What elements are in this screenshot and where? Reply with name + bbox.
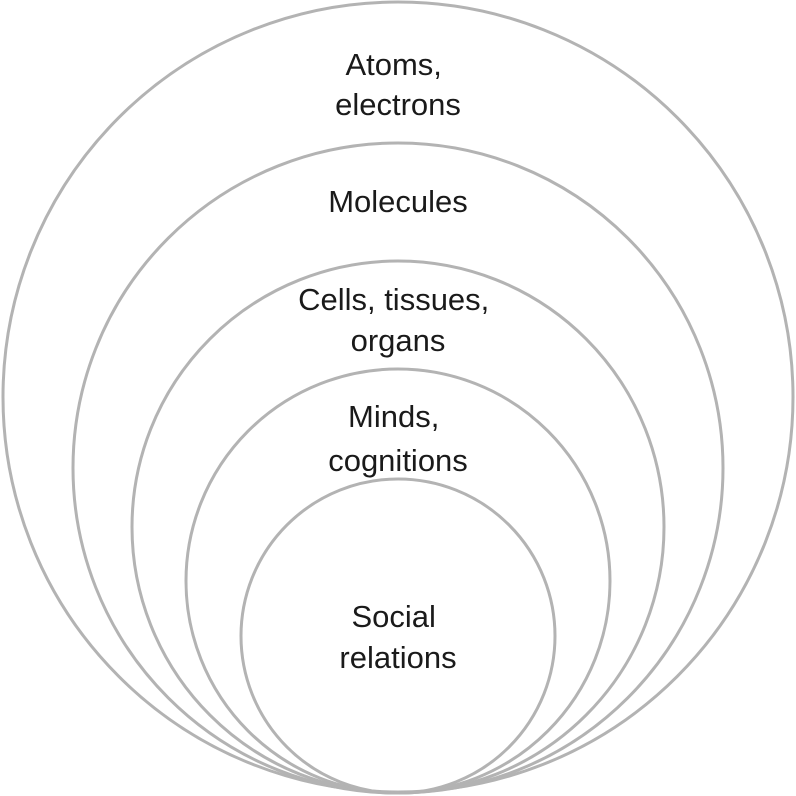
label-atoms-electrons: Atoms, electrons bbox=[335, 47, 461, 122]
ring-social-relations bbox=[239, 477, 557, 795]
label-cells-tissues-organs: Cells, tissues, organs bbox=[298, 282, 498, 358]
label-social-relations: Social relations bbox=[339, 599, 456, 675]
label-minds-cognitions-line-2: cognitions bbox=[328, 443, 468, 478]
label-social-relations-line-1: Social bbox=[351, 599, 435, 634]
label-atoms-electrons-line-1: Atoms, bbox=[345, 47, 441, 82]
label-minds-cognitions-line-1: Minds, bbox=[348, 399, 439, 434]
label-cells-tissues-organs-line-1: Cells, tissues, bbox=[298, 282, 489, 317]
label-molecules: Molecules bbox=[328, 184, 468, 219]
label-minds-cognitions: Minds, cognitions bbox=[328, 399, 468, 478]
label-social-relations-line-2: relations bbox=[339, 640, 456, 675]
label-molecules-line-1: Molecules bbox=[328, 184, 468, 219]
label-atoms-electrons-line-2: electrons bbox=[335, 87, 461, 122]
label-cells-tissues-organs-line-2: organs bbox=[351, 323, 446, 358]
